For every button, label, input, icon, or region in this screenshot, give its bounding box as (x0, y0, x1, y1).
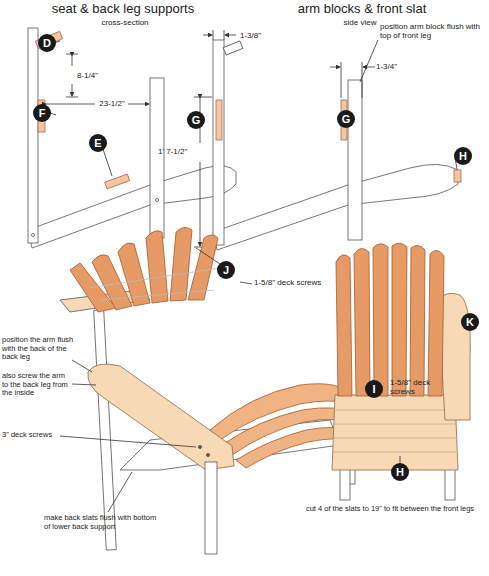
dimension: 1-3/8" (240, 31, 280, 40)
callout-letter: I (372, 383, 375, 395)
screw-note: 1-5/8" deck screws (254, 278, 354, 287)
callout-letter: K (466, 316, 474, 328)
callout-letter: G (342, 113, 351, 125)
callout-circle: J (217, 261, 235, 279)
screw-note: 3" deck screws (2, 431, 62, 440)
screw-note: 1-5/8" deck screws (390, 378, 454, 396)
callout-circle: I (365, 380, 383, 398)
view-note: cross-section (60, 18, 190, 27)
dimension: 8-1/4" (77, 71, 117, 80)
callout-letter: J (223, 264, 229, 276)
note: position arm block flush with top of fro… (380, 22, 486, 40)
dimension: 23-1/2" (96, 99, 128, 108)
chair-back-view (332, 243, 470, 500)
callout-circle: H (391, 463, 409, 481)
side-view-right (194, 30, 461, 250)
panel-title: arm blocks & front slat (262, 2, 462, 17)
callout-circle: F (33, 104, 51, 122)
callout-circle: K (461, 313, 479, 331)
callout-letter: H (459, 150, 467, 162)
callout-letter: E (94, 137, 101, 149)
note: position the arm flush with the back of … (2, 336, 74, 362)
callout-circle: G (187, 111, 205, 129)
note: also screw the arm to the back leg from … (2, 372, 72, 398)
callout-letter: H (396, 466, 404, 478)
side-view-left (28, 28, 236, 248)
callout-circle: H (454, 147, 472, 165)
dimension: 1' 7-1/2" (158, 147, 198, 156)
note: cut 4 of the slats to 19" to fit between… (300, 505, 480, 514)
callout-circle: E (89, 134, 107, 152)
callout-letter: F (39, 107, 46, 119)
panel-title: seat & back leg supports (8, 2, 238, 17)
note: make back slats flush with bottom of low… (44, 514, 164, 531)
dimension: 1-3/4" (376, 62, 416, 71)
callout-circle: D (38, 34, 56, 52)
callout-circle: G (337, 110, 355, 128)
callout-letter: D (43, 37, 51, 49)
callout-letter: G (192, 114, 201, 126)
